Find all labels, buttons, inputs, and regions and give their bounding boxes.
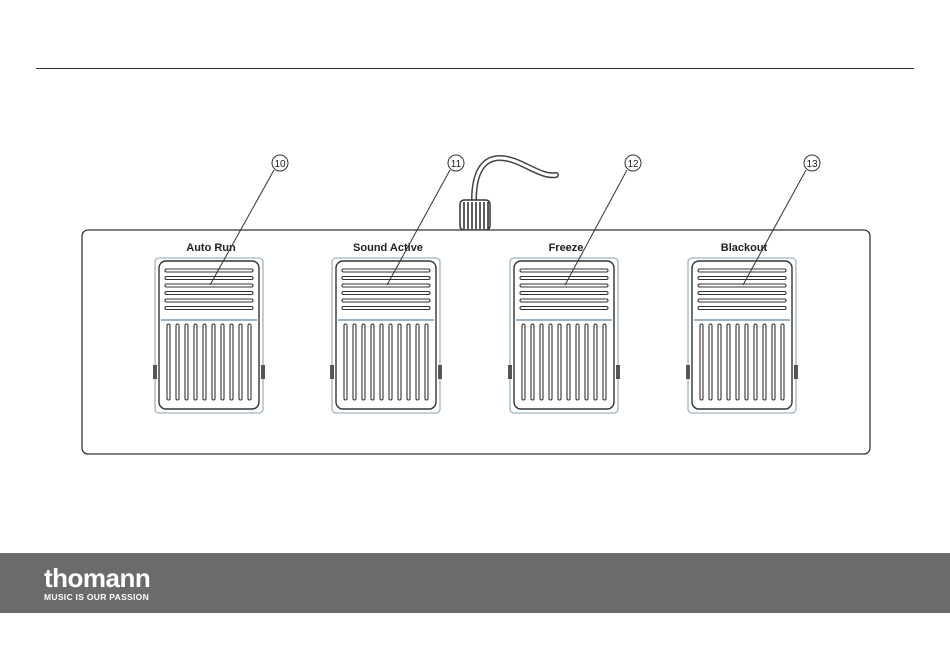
pedal-divider	[161, 319, 257, 321]
pedal-label: Sound Active	[353, 242, 423, 254]
grip-slot	[700, 324, 703, 400]
grip-ridge	[698, 292, 786, 295]
cable	[474, 158, 556, 200]
grip-ridge	[165, 292, 253, 295]
grip-ridge	[165, 269, 253, 272]
grip-slot	[248, 324, 251, 400]
callout-number: 11	[451, 159, 462, 170]
grip-ridge	[520, 292, 608, 295]
hinge	[616, 365, 620, 379]
grip-slot	[567, 324, 570, 400]
grip-slot	[576, 324, 579, 400]
grip-ridge	[165, 284, 253, 287]
grip-slot	[736, 324, 739, 400]
grip-slot	[353, 324, 356, 400]
grip-ridge	[698, 299, 786, 302]
pedal-label: Freeze	[549, 242, 584, 254]
grip-slot	[718, 324, 721, 400]
grip-slot	[425, 324, 428, 400]
footer-bar: thomann MUSIC IS OUR PASSION	[0, 553, 950, 613]
pedal-divider	[516, 319, 612, 321]
grip-slot	[221, 324, 224, 400]
grip-ridge	[698, 284, 786, 287]
grip-slot	[407, 324, 410, 400]
hinge	[153, 365, 157, 379]
grip-ridge	[165, 299, 253, 302]
cable-connector	[460, 200, 490, 230]
grip-slot	[176, 324, 179, 400]
grip-slot	[763, 324, 766, 400]
grip-ridge	[520, 277, 608, 280]
grip-slot	[239, 324, 242, 400]
grip-ridge	[520, 269, 608, 272]
hinge	[438, 365, 442, 379]
brand-logo: thomann	[44, 565, 150, 591]
hinge	[330, 365, 334, 379]
grip-slot	[745, 324, 748, 400]
grip-slot	[389, 324, 392, 400]
grip-slot	[531, 324, 534, 400]
grip-slot	[727, 324, 730, 400]
grip-slot	[549, 324, 552, 400]
grip-ridge	[342, 269, 430, 272]
grip-ridge	[165, 277, 253, 280]
callout-number: 10	[274, 159, 286, 170]
grip-ridge	[698, 269, 786, 272]
grip-slot	[772, 324, 775, 400]
grip-ridge	[342, 277, 430, 280]
grip-slot	[754, 324, 757, 400]
grip-slot	[585, 324, 588, 400]
hinge	[261, 365, 265, 379]
grip-slot	[380, 324, 383, 400]
pedal-plate	[159, 261, 259, 409]
grip-ridge	[342, 292, 430, 295]
grip-slot	[603, 324, 606, 400]
grip-slot	[522, 324, 525, 400]
pedal-plate	[692, 261, 792, 409]
grip-slot	[167, 324, 170, 400]
grip-slot	[558, 324, 561, 400]
grip-ridge	[698, 307, 786, 310]
pedal-plate	[336, 261, 436, 409]
grip-slot	[212, 324, 215, 400]
pedal-divider	[338, 319, 434, 321]
pedal-plate	[514, 261, 614, 409]
callout-number: 13	[806, 159, 818, 170]
pedal-divider	[694, 319, 790, 321]
grip-slot	[540, 324, 543, 400]
grip-slot	[709, 324, 712, 400]
grip-slot	[781, 324, 784, 400]
grip-ridge	[520, 307, 608, 310]
grip-slot	[362, 324, 365, 400]
grip-slot	[194, 324, 197, 400]
grip-ridge	[698, 277, 786, 280]
hinge	[508, 365, 512, 379]
grip-slot	[398, 324, 401, 400]
grip-slot	[371, 324, 374, 400]
brand-tagline: MUSIC IS OUR PASSION	[44, 592, 149, 602]
grip-ridge	[342, 284, 430, 287]
grip-slot	[185, 324, 188, 400]
grip-slot	[203, 324, 206, 400]
hinge	[794, 365, 798, 379]
grip-ridge	[520, 299, 608, 302]
grip-slot	[594, 324, 597, 400]
callout-number: 12	[627, 159, 639, 170]
grip-ridge	[342, 307, 430, 310]
grip-ridge	[342, 299, 430, 302]
grip-slot	[344, 324, 347, 400]
grip-slot	[230, 324, 233, 400]
hinge	[686, 365, 690, 379]
grip-ridge	[520, 284, 608, 287]
grip-slot	[416, 324, 419, 400]
grip-ridge	[165, 307, 253, 310]
